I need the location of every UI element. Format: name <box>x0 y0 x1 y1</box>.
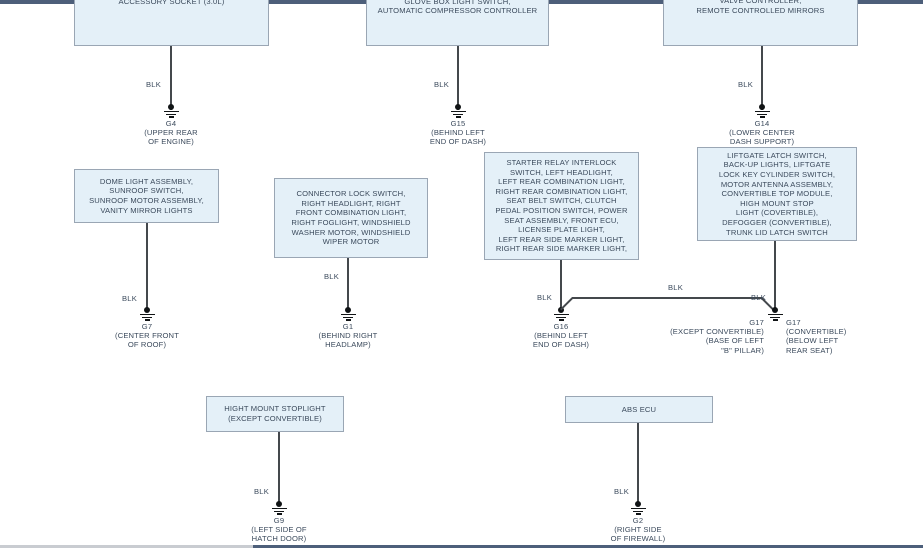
ground-location-g1: (BEHIND RIGHT HEADLAMP) <box>318 331 378 350</box>
ground-location-g15: (BEHIND LEFT END OF DASH) <box>429 128 487 147</box>
ground-code-g14: G14 <box>754 119 770 128</box>
ground-symbol-g15 <box>450 104 467 119</box>
box-ecu-immobilizer: ECU, IMMOBILIZER ECU, BLOWER RELAY, WATE… <box>663 0 858 46</box>
ground-location-g4: (UPPER REAR OF ENGINE) <box>144 128 198 147</box>
ground-code-g2: G2 <box>632 516 644 525</box>
ground-code-g4: G4 <box>165 119 177 128</box>
wire-label-g14: BLK <box>738 80 753 89</box>
ground-location-g14: (LOWER CENTER DASH SUPPORT) <box>729 128 795 147</box>
wire-label-g15: BLK <box>434 80 449 89</box>
wire-g16 <box>560 260 562 309</box>
ground-code-g1: G1 <box>342 322 354 331</box>
wire-label-g9: BLK <box>254 487 269 496</box>
box-vehicle-speed-sensor: VEHICLE SPEED SENSOR (2.4L), ACCESSORY S… <box>74 0 269 46</box>
ground-location-g7: (CENTER FRONT OF ROOF) <box>115 331 179 350</box>
box-high-mount-stoplight: HIGHT MOUNT STOPLIGHT (EXCEPT CONVERTIBL… <box>206 396 344 432</box>
wire-label-g4: BLK <box>146 80 161 89</box>
box-fuel-pump-relay: FUEL PUMP RELAY, GLOVE BOX LIGHT SWITCH,… <box>366 0 549 46</box>
ground-code-g17-convertible: G17 <box>786 318 801 327</box>
wire-label-g16: BLK <box>537 293 552 302</box>
wire-label-g1: BLK <box>324 272 339 281</box>
bottom-border-bar <box>253 545 923 548</box>
ground-code-g7: G7 <box>141 322 153 331</box>
ground-code-g17-except-convertible: G17 <box>749 318 764 327</box>
wire-label-g7: BLK <box>122 294 137 303</box>
box-abs-ecu: ABS ECU <box>565 396 713 423</box>
wire-label-g17: BLK <box>751 293 766 302</box>
wire-g7 <box>146 223 148 309</box>
ground-location-g17-except-convertible: (EXCEPT CONVERTIBLE) (BASE OF LEFT "B" P… <box>670 327 764 355</box>
ground-code-g9: G9 <box>273 516 285 525</box>
wire-g4 <box>170 46 172 110</box>
box-starter-relay-interlock: STARTER RELAY INTERLOCK SWITCH, LEFT HEA… <box>484 152 639 260</box>
wire-bus-g16-g17 <box>572 297 762 299</box>
ground-symbol-g1 <box>340 307 357 322</box>
wire-label-g2: BLK <box>614 487 629 496</box>
ground-location-g2: (RIGHT SIDE OF FIREWALL) <box>610 525 666 544</box>
ground-symbol-g9 <box>271 501 288 516</box>
wire-g9 <box>278 432 280 504</box>
ground-code-g16: G16 <box>553 322 569 331</box>
ground-location-g17-convertible: (CONVERTIBLE) (BELOW LEFT REAR SEAT) <box>786 327 847 355</box>
box-dome-light: DOME LIGHT ASSEMBLY, SUNROOF SWITCH, SUN… <box>74 169 219 223</box>
ground-symbol-g17 <box>767 307 784 322</box>
box-connector-lock-switch: CONNECTOR LOCK SWITCH, RIGHT HEADLIGHT, … <box>274 178 428 258</box>
wire-g17 <box>774 241 776 309</box>
wire-g14 <box>761 46 763 110</box>
wire-g15 <box>457 46 459 110</box>
wire-label-g17-bus: BLK <box>668 283 683 292</box>
ground-code-g15: G15 <box>450 119 466 128</box>
ground-symbol-g4 <box>163 104 180 119</box>
wire-g2 <box>637 423 639 504</box>
ground-symbol-g14 <box>754 104 771 119</box>
ground-symbol-g2 <box>630 501 647 516</box>
ground-location-g9: (LEFT SIDE OF HATCH DOOR) <box>251 525 307 544</box>
box-liftgate-latch-switch: LIFTGATE LATCH SWITCH, BACK-UP LIGHTS, L… <box>697 147 857 241</box>
ground-symbol-g7 <box>139 307 156 322</box>
wire-g1 <box>347 258 349 309</box>
ground-location-g16: (BEHIND LEFT END OF DASH) <box>532 331 590 350</box>
